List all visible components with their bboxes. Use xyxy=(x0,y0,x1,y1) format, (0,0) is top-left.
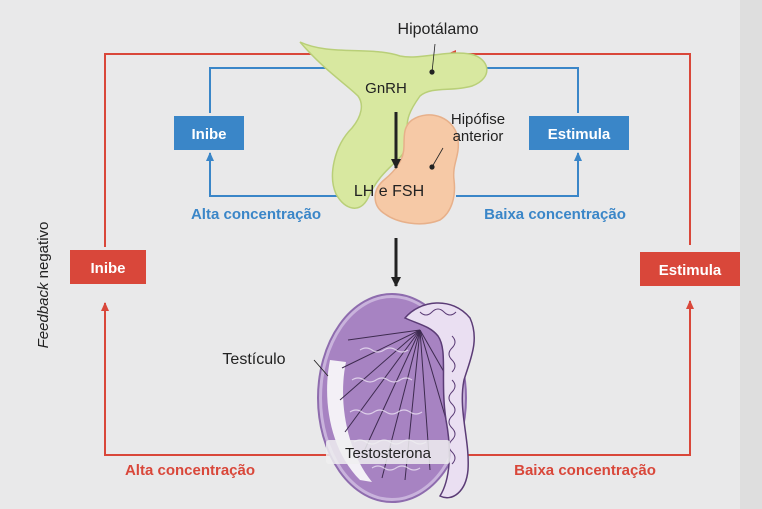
negative-feedback-label: Feedback negativo xyxy=(35,222,52,349)
outer-stimulate-label: Estimula xyxy=(659,262,722,279)
outer-low-concentration-caption: Baixa concentração xyxy=(514,462,656,479)
anterior-pituitary-label-line2: anterior xyxy=(453,128,504,145)
feedback-italic-word: Feedback xyxy=(35,281,52,348)
inner-stimulate-label: Estimula xyxy=(548,126,611,143)
gnrh-label: GnRH xyxy=(365,80,407,97)
feedback-negative-word: negativo xyxy=(35,222,52,283)
testosterone-label: Testosterona xyxy=(345,445,432,462)
outer-inhibit-label: Inibe xyxy=(90,260,125,277)
hypothalamus-label: Hipotálamo xyxy=(398,21,479,38)
inner-inhibit-label: Inibe xyxy=(191,126,226,143)
testis-illustration xyxy=(318,294,474,502)
page-margin-strip xyxy=(740,0,762,509)
inner-low-concentration-caption: Baixa concentração xyxy=(484,206,626,223)
testis-label: Testículo xyxy=(222,351,285,368)
anterior-pituitary-label-line1: Hipófise xyxy=(451,111,505,128)
lh-fsh-label: LH e FSH xyxy=(354,183,424,200)
inner-high-concentration-caption: Alta concentração xyxy=(191,206,321,223)
outer-high-concentration-caption: Alta concentração xyxy=(125,462,255,479)
